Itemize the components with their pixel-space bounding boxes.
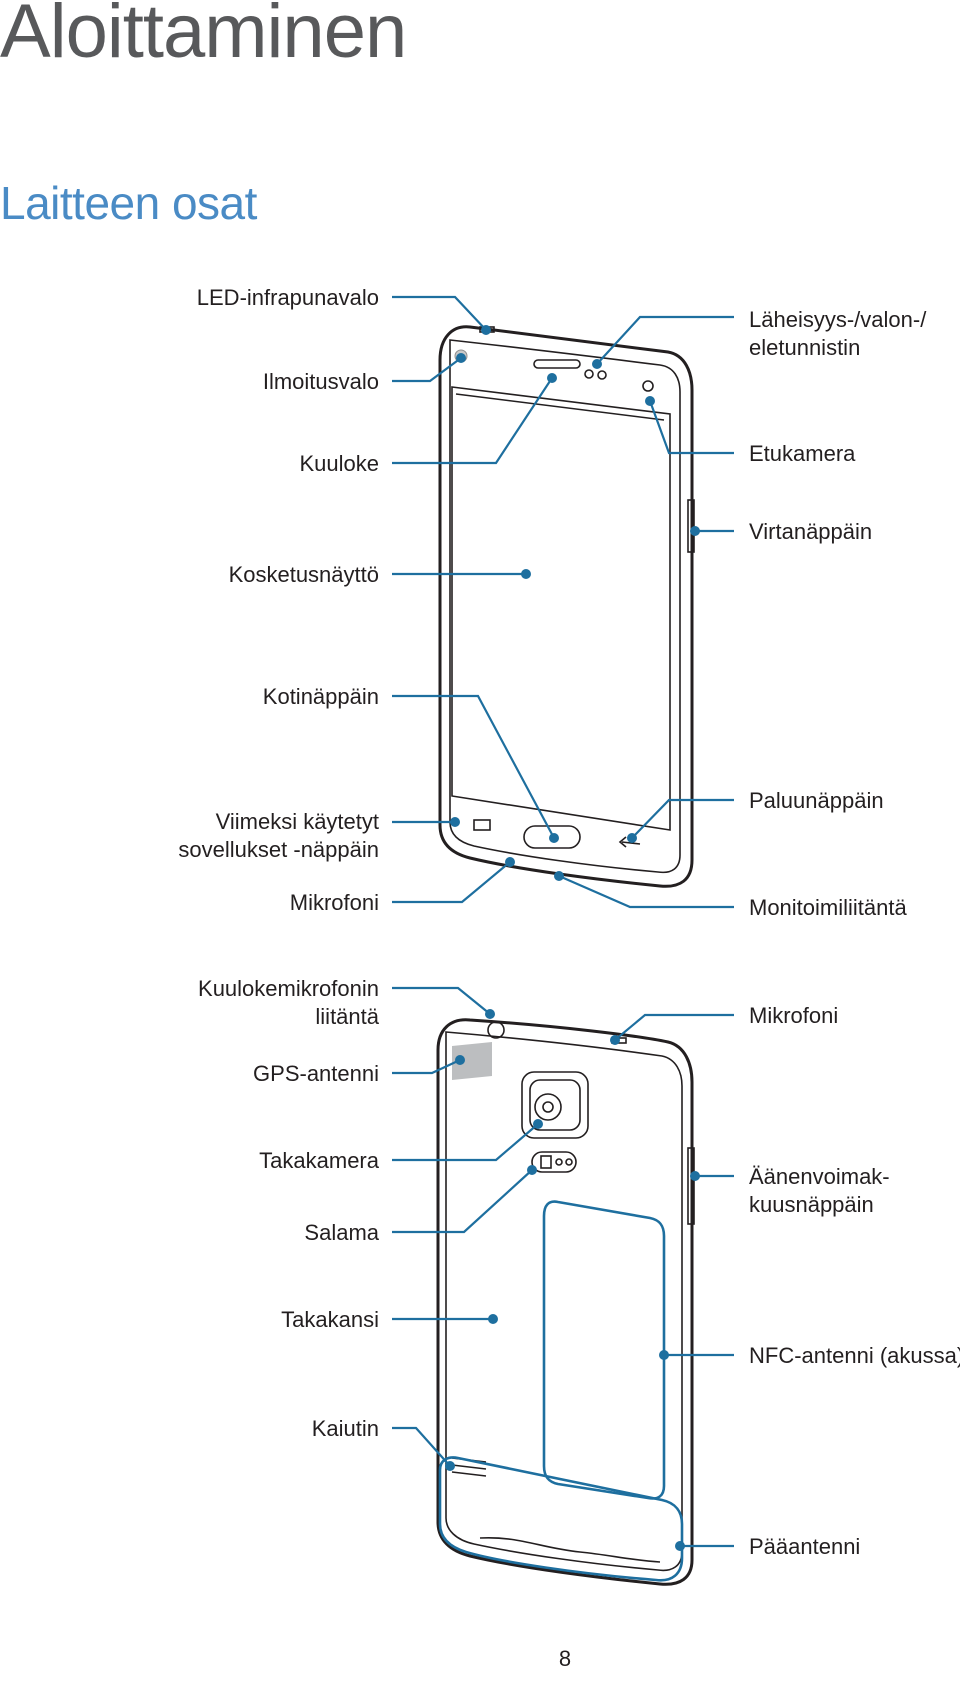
callout-power-key: Virtanäppäin (690, 519, 872, 544)
callout-headset-jack: Kuulokemikrofonin liitäntä (198, 976, 495, 1029)
callout-proximity-sensor: Läheisyys-/valon-/ eletunnistin (592, 307, 927, 369)
label-earpiece: Kuuloke (299, 451, 379, 476)
page-number: 8 (558, 1646, 572, 1671)
callout-nfc-antenna: NFC-antenni (akussa) (659, 1343, 960, 1368)
callout-multipurpose-jack: Monitoimiliitäntä (554, 871, 907, 920)
label-recent-apps-line1: Viimeksi käytetyt (216, 809, 379, 834)
label-proximity-line1: Läheisyys-/valon-/ (749, 307, 927, 332)
callout-notification-light: Ilmoitusvalo (263, 353, 466, 394)
callout-home-key: Kotinäppäin (263, 684, 559, 843)
label-volume-line1: Äänenvoimak- (749, 1164, 890, 1189)
callout-rear-microphone: Mikrofoni (610, 1003, 838, 1045)
callout-recent-apps-key: Viimeksi käytetyt sovellukset -näppäin (178, 809, 460, 862)
label-front-camera: Etukamera (749, 441, 856, 466)
label-headset-line2: liitäntä (315, 1004, 379, 1029)
label-touchscreen: Kosketusnäyttö (229, 562, 379, 587)
label-power-key: Virtanäppäin (749, 519, 872, 544)
front-device-illustration (438, 325, 695, 888)
chapter-title: Aloittaminen (0, 0, 407, 74)
callout-front-camera: Etukamera (645, 396, 856, 466)
callout-earpiece: Kuuloke (299, 373, 557, 476)
label-recent-apps-line2: sovellukset -näppäin (178, 837, 379, 862)
label-multipurpose-jack: Monitoimiliitäntä (749, 895, 907, 920)
callout-led: LED-infrapunavalo (197, 285, 491, 335)
label-flash: Salama (304, 1220, 379, 1245)
callout-front-microphone: Mikrofoni (290, 857, 515, 915)
label-rear-microphone: Mikrofoni (749, 1003, 838, 1028)
label-rear-camera: Takakamera (259, 1148, 380, 1173)
callout-gps-antenna: GPS-antenni (253, 1055, 465, 1086)
callout-main-antenna: Pääantenni (675, 1534, 860, 1559)
callout-speaker: Kaiutin (312, 1416, 455, 1471)
callout-rear-camera: Takakamera (259, 1119, 543, 1173)
label-headset-line1: Kuulokemikrofonin (198, 976, 379, 1001)
callout-flash: Salama (304, 1165, 537, 1245)
label-speaker: Kaiutin (312, 1416, 379, 1441)
label-nfc-antenna: NFC-antenni (akussa) (749, 1343, 960, 1368)
callout-back-key: Paluunäppäin (627, 788, 884, 843)
section-title: Laitteen osat (0, 177, 257, 229)
label-proximity-line2: eletunnistin (749, 335, 860, 360)
back-device-illustration (436, 1018, 695, 1586)
label-front-microphone: Mikrofoni (290, 890, 379, 915)
label-notification-light: Ilmoitusvalo (263, 369, 379, 394)
label-back-cover: Takakansi (281, 1307, 379, 1332)
label-volume-line2: kuusnäppäin (749, 1192, 874, 1217)
label-main-antenna: Pääantenni (749, 1534, 860, 1559)
label-home-key: Kotinäppäin (263, 684, 379, 709)
label-back-key: Paluunäppäin (749, 788, 884, 813)
callout-volume-key: Äänenvoimak- kuusnäppäin (690, 1164, 890, 1217)
label-led: LED-infrapunavalo (197, 285, 379, 310)
callout-touchscreen: Kosketusnäyttö (229, 562, 531, 587)
label-gps-antenna: GPS-antenni (253, 1061, 379, 1086)
callout-back-cover: Takakansi (281, 1307, 498, 1332)
